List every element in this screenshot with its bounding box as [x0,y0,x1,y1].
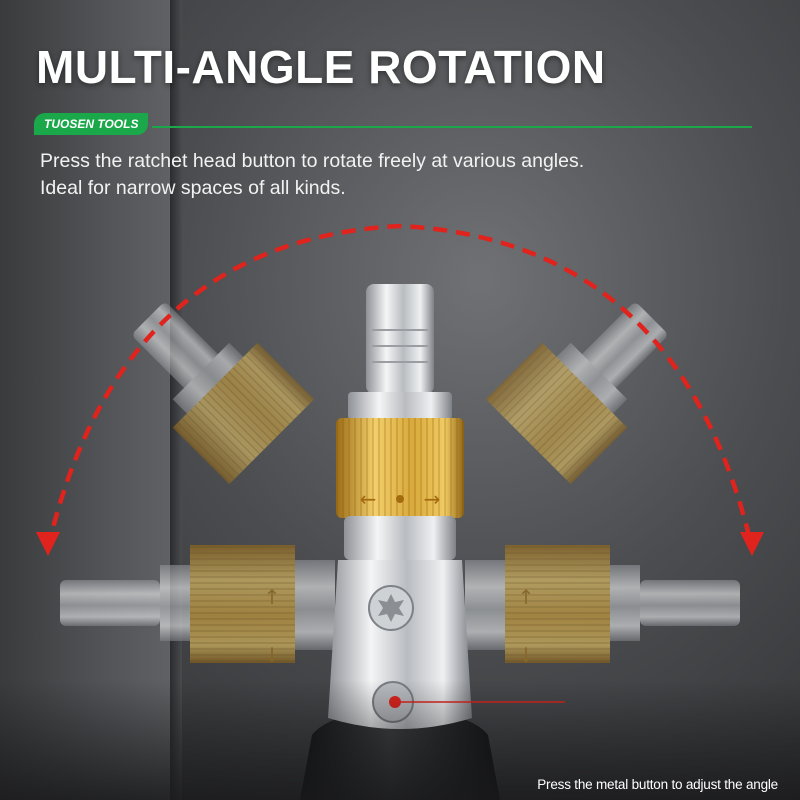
description-line-1: Press the ratchet head button to rotate … [40,150,585,172]
brand-row: TUOSEN TOOLS [34,113,752,137]
ghost-head-right: ↑ ↓ [465,545,740,667]
ghost-head-upper-right [485,303,667,485]
main-ratchet-head: ← → [328,284,472,729]
callout-label: Press the metal button to adjust the ang… [537,777,778,792]
page-title: MULTI-ANGLE ROTATION [36,41,606,93]
arc-arrowhead-right [740,532,764,556]
arrow-down-icon: ↓ [518,643,535,667]
arrow-left-icon: ← [360,487,377,511]
arrow-up-icon: ↑ [264,585,281,609]
ghost-head-left: ↑ ↓ [60,545,335,667]
description: Press the ratchet head button to rotate … [40,148,584,202]
arrow-down-icon: ↓ [264,643,281,667]
brand-badge: TUOSEN TOOLS [34,113,149,135]
arrow-up-icon: ↑ [518,585,535,609]
rotation-arc-arrow-icon [45,223,755,549]
background-floor-shadow [0,680,800,800]
arc-arrowhead-left [36,532,60,556]
description-line-2: Ideal for narrow spaces of all kinds. [40,177,346,199]
ghost-head-upper-left [133,303,315,485]
brand-divider [152,126,752,128]
arrow-right-icon: → [424,487,441,511]
